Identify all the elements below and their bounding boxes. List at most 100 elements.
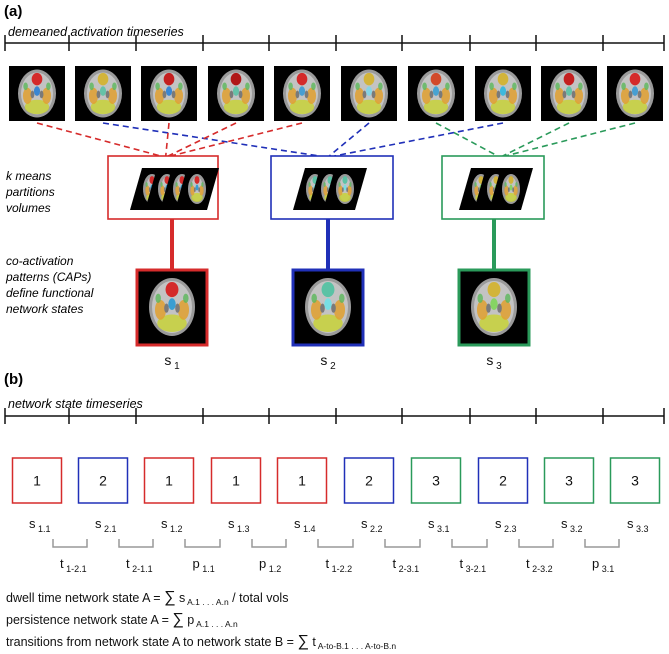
brain-occipital-blob: [223, 99, 249, 115]
state-box-frame: [210, 457, 262, 504]
transition-bracket: [451, 539, 488, 548]
transition-label: t 1-2.1: [60, 556, 87, 574]
brain-ventricle: [96, 90, 101, 99]
brain-ventricle: [486, 303, 491, 313]
transition-item: p 1.1: [184, 539, 221, 574]
assignment-connector: [102, 122, 320, 157]
brain-occipital-blob: [423, 99, 449, 115]
state-box-value: 1: [33, 473, 41, 489]
brain-ventricle: [326, 187, 329, 193]
activation-frame: [208, 66, 264, 121]
state-box: 2s 2.3: [477, 457, 529, 534]
brain-ventricle: [311, 187, 314, 193]
assignment-connector: [170, 122, 303, 157]
state-box-value: 2: [365, 473, 373, 489]
brain-ventricle: [628, 90, 633, 99]
brain-green-blob: [555, 82, 560, 91]
panel-b: 1s 1.12s 2.11s 1.21s 1.31s 1.42s 2.23s 3…: [4, 408, 665, 651]
brain-central-blob: [565, 86, 573, 96]
brain-ventricle: [198, 187, 201, 193]
brain-left-blob: [160, 185, 165, 196]
brain-right-blob: [41, 87, 52, 105]
brain-ventricle: [304, 90, 309, 99]
brain-left-blob: [620, 87, 631, 105]
brain-green-blob: [160, 182, 163, 187]
state-instance-label: s 3.3: [627, 516, 649, 534]
brain-left-blob: [421, 87, 432, 105]
activation-frame: [408, 66, 464, 121]
brain-central-blob: [232, 86, 240, 96]
brain-left-blob: [190, 185, 195, 196]
brain-green-blob: [222, 82, 227, 91]
brain-ventricle: [178, 187, 181, 193]
brain-central-blob: [432, 86, 440, 96]
brain-right-blob: [177, 300, 190, 320]
brain-ventricle: [295, 90, 300, 99]
brain-frontal-blob: [497, 72, 509, 86]
panel-b-label: (b): [4, 371, 23, 388]
brain-occipital-blob: [356, 99, 382, 115]
brain-green-blob: [190, 182, 193, 187]
state-instance-label: s 2.2: [361, 516, 383, 534]
transition-bracket: [251, 539, 287, 548]
activation-frame: [274, 66, 330, 121]
state-box-frame: [543, 457, 595, 504]
state-box-value: 1: [232, 473, 240, 489]
activation-frame: [341, 66, 397, 121]
brain-frontal-blob: [363, 72, 375, 86]
assignment-connector: [502, 122, 570, 157]
brain-green-blob: [644, 82, 649, 91]
brain-green-blob: [505, 293, 511, 303]
transition-item: t 2-1.1: [118, 539, 154, 574]
brain-green-blob: [145, 182, 148, 187]
brain-ventricle: [164, 303, 169, 313]
transition-bracket: [52, 539, 88, 548]
state-box-value: 1: [165, 473, 173, 489]
brain-ventricle: [429, 90, 434, 99]
brain-left-blob: [154, 300, 167, 320]
brain-frontal-blob: [165, 282, 179, 298]
brain-green-blob: [474, 182, 477, 187]
brain-ventricle: [497, 303, 502, 313]
brain-ventricle: [512, 187, 515, 193]
brain-ventricle: [193, 187, 196, 193]
state-instance-label: s 2.3: [495, 516, 517, 534]
brain-right-blob: [199, 185, 204, 196]
brain-green-blob: [378, 82, 383, 91]
transition-label: t 2-3.2: [526, 556, 553, 574]
brain-green-blob: [288, 82, 293, 91]
brain-green-blob: [512, 82, 517, 91]
cluster-group: s 3: [441, 155, 545, 372]
state-box-frame: [11, 457, 63, 504]
brain-central-blob: [195, 184, 199, 191]
caps-label-line: network states: [6, 302, 83, 316]
state-instance-label: s 2.1: [95, 516, 117, 534]
brain-central-blob: [165, 86, 173, 96]
brain-central-blob: [343, 184, 347, 191]
brain-green-blob: [323, 182, 326, 187]
brain-left-blob: [554, 87, 565, 105]
transition-item: t 1-2.1: [52, 539, 88, 574]
brain-frontal-blob: [97, 72, 109, 86]
panel-a-label: (a): [4, 3, 22, 20]
state-label: s 2: [320, 352, 336, 372]
state-instance-label: s 1.3: [228, 516, 250, 534]
brain-right-blob: [513, 185, 518, 196]
brain-frontal-blob: [430, 72, 442, 86]
stacked-volume: [175, 168, 219, 210]
transition-label: t 2-3.1: [393, 556, 420, 574]
activation-frame: [607, 66, 663, 121]
assignment-connector: [164, 122, 170, 157]
brain-left-blob: [338, 185, 343, 196]
brain-ventricle: [507, 187, 510, 193]
brain-frontal-blob: [163, 72, 175, 86]
brain-central-blob: [499, 86, 507, 96]
brain-green-blob: [355, 82, 360, 91]
transition-item: t 3-2.1: [451, 539, 488, 574]
transition-item: t 1-2.2: [317, 539, 354, 574]
brain-green-blob: [46, 82, 51, 91]
brain-occipital-blob: [490, 99, 516, 115]
state-box: 1 s 1.3: [210, 457, 262, 534]
state-box-frame: [343, 457, 395, 504]
brain-occipital-blob: [156, 99, 182, 115]
